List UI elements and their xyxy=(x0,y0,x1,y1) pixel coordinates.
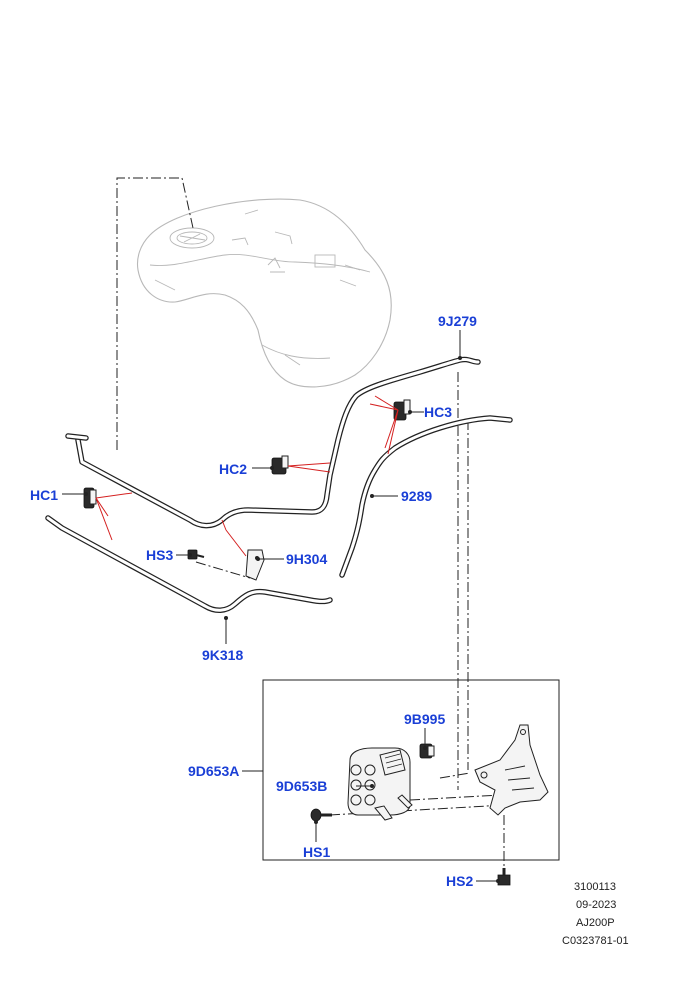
hose-9K318 xyxy=(45,515,333,613)
label-9289: 9289 xyxy=(401,488,432,504)
label-9B995: 9B995 xyxy=(404,711,445,727)
bracket-9H304 xyxy=(245,549,265,581)
canister-mounting-bracket xyxy=(474,724,549,816)
label-HS2: HS2 xyxy=(446,873,473,889)
label-9H304: 9H304 xyxy=(286,551,327,567)
connector-9B995 xyxy=(419,743,435,759)
black-leaders xyxy=(62,330,500,883)
label-9D653A: 9D653A xyxy=(188,763,239,779)
diagram-date: 09-2023 xyxy=(576,899,616,911)
connector-lines xyxy=(116,177,506,872)
label-HC3: HC3 xyxy=(424,404,452,420)
bolt-HS1 xyxy=(310,808,332,822)
red-leaders xyxy=(95,395,399,557)
label-HC1: HC1 xyxy=(30,487,58,503)
label-HS3: HS3 xyxy=(146,547,173,563)
label-9D653B: 9D653B xyxy=(276,778,327,794)
model-code: AJ200P xyxy=(576,917,615,929)
hose-9J279 xyxy=(65,356,481,529)
clip-HC1 xyxy=(83,487,97,509)
canister-assembly-frame xyxy=(262,679,560,861)
canister-9D653B xyxy=(347,747,413,821)
fuel-tank-illustration xyxy=(136,198,392,388)
hose-9289 xyxy=(339,415,513,578)
label-HC2: HC2 xyxy=(219,461,247,477)
diagram-number: 3100113 xyxy=(574,881,616,893)
clip-HC2 xyxy=(271,455,289,475)
label-9J279: 9J279 xyxy=(438,313,477,329)
label-9K318: 9K318 xyxy=(202,647,243,663)
bolt-HS2 xyxy=(497,868,511,886)
catalog-reference: C0323781-01 xyxy=(562,935,629,947)
label-HS1: HS1 xyxy=(303,844,330,860)
